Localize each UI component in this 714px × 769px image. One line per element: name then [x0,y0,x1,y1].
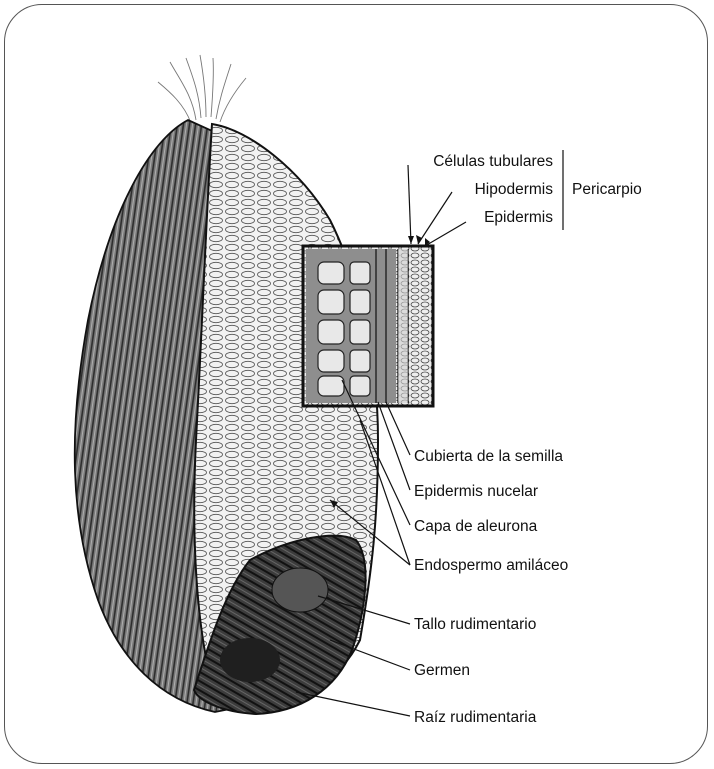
label-cubierta-semilla: Cubierta de la semilla [414,448,563,465]
label-raiz: Raíz rudimentaria [414,709,537,726]
brush-hairs [158,55,246,123]
germ-scutellum [272,568,328,612]
magnified-inset [303,246,433,406]
label-tallo: Tallo rudimentario [414,616,536,633]
label-celulas-tubulares: Células tubulares [433,153,553,170]
label-capa-aleurona: Capa de aleurona [414,518,538,535]
label-pericarpio: Pericarpio [572,181,642,198]
label-endospermo: Endospermo amiláceo [414,557,568,574]
label-epidermis-nucelar: Epidermis nucelar [414,483,538,500]
label-germen: Germen [414,662,470,679]
germ-root-area [220,638,280,682]
label-hipodermis: Hipodermis [475,181,554,198]
label-epidermis: Epidermis [484,209,553,226]
